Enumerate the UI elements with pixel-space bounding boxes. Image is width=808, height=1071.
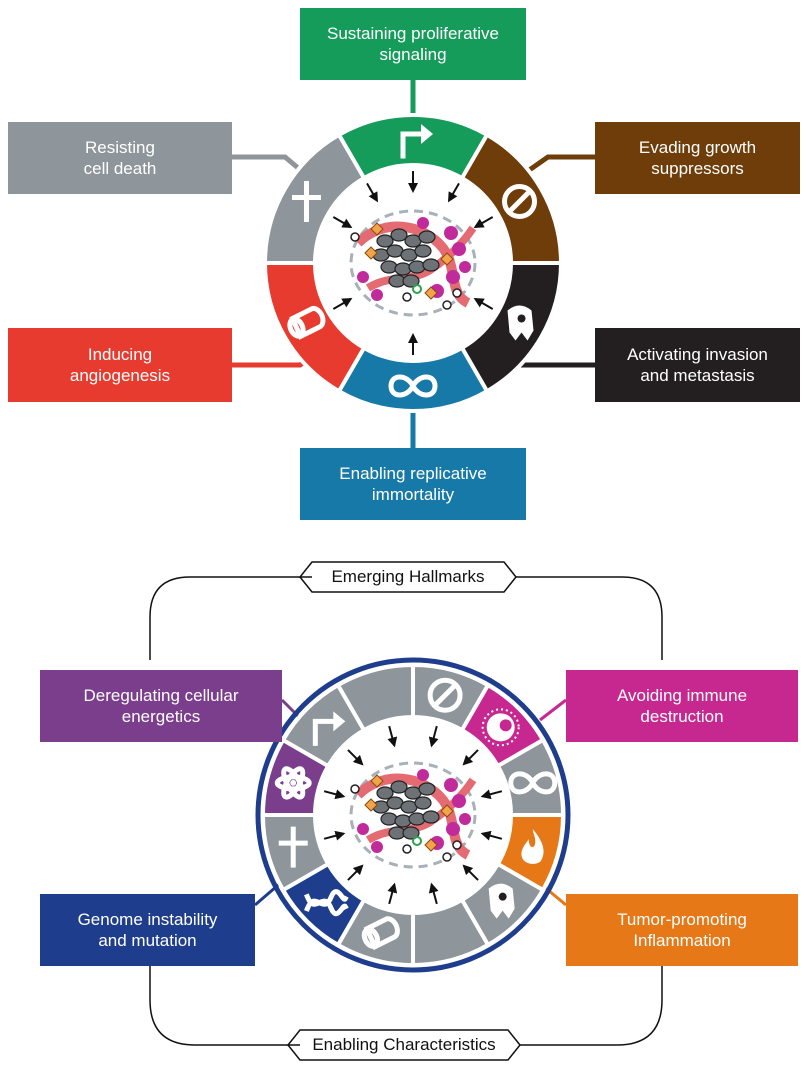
hallmark-label-proliferative: Sustaining proliferative signaling xyxy=(327,24,499,64)
hallmark-box-immortality: Enabling replicative immortality xyxy=(300,448,526,520)
infinity-icon xyxy=(388,374,438,398)
inward-arrow xyxy=(387,882,398,905)
emerging-bracket xyxy=(149,576,663,660)
top-tumor-illustration xyxy=(349,209,477,317)
invasive-cell-icon xyxy=(488,883,515,919)
invasive-cell-icon xyxy=(507,305,534,341)
bottom-brackets xyxy=(149,576,663,1046)
hallmark-label-growth-suppressors: Evading growth suppressors xyxy=(638,138,757,178)
hallmark-label-cell-death: Resisting cell death xyxy=(83,138,157,178)
inward-arrow xyxy=(347,749,364,766)
inward-arrow xyxy=(323,789,346,800)
flame-icon xyxy=(521,829,544,864)
arrow-icon xyxy=(312,711,346,746)
hallmark-label-angiogenesis: Inducing angiogenesis xyxy=(69,345,171,385)
bottom-inward-arrows xyxy=(323,725,503,905)
enabling-box-genome: Genome instability and mutation xyxy=(40,894,255,966)
inward-arrow xyxy=(323,830,346,841)
enabling-characteristics-title: Enabling Characteristics xyxy=(312,1035,496,1054)
dna-icon xyxy=(304,889,349,917)
bottom-tumor-illustration xyxy=(349,761,477,869)
cross-icon xyxy=(291,181,321,222)
emerging-label-energetics: Deregulating cellular energetics xyxy=(83,686,239,726)
enabling-bracket xyxy=(149,900,663,1046)
inward-arrow xyxy=(473,298,494,310)
emerging-label-frame xyxy=(298,561,517,593)
inward-arrow xyxy=(387,725,398,748)
enabling-label-frame xyxy=(286,1029,521,1061)
bottom-hallmark-ring xyxy=(260,662,566,968)
emerging-box-immune: Avoiding immune destruction xyxy=(566,670,798,742)
immune-cell-icon xyxy=(481,708,520,747)
inward-arrow xyxy=(332,216,353,228)
vessel-icon xyxy=(287,305,326,340)
emerging-hallmarks-title: Emerging Hallmarks xyxy=(331,567,485,586)
emerging-label-immune: Avoiding immune destruction xyxy=(616,686,748,726)
inward-arrow xyxy=(480,789,503,800)
hallmark-box-invasion: Activating invasion and metastasis xyxy=(595,328,800,402)
inward-arrow xyxy=(480,830,503,841)
inward-arrow xyxy=(366,182,379,203)
emerging-box-energetics: Deregulating cellular energetics xyxy=(40,670,282,742)
inward-arrow xyxy=(473,216,494,228)
enabling-label-inflammation: Tumor-promoting Inflammation xyxy=(617,910,747,950)
no-entry-icon xyxy=(502,184,538,219)
connector-immune xyxy=(539,698,567,722)
infinity-icon xyxy=(508,771,558,795)
hallmark-box-angiogenesis: Inducing angiogenesis xyxy=(8,328,232,402)
inward-arrow xyxy=(462,864,479,881)
hallmark-box-cell-death: Resisting cell death xyxy=(8,122,232,194)
enabling-box-inflammation: Tumor-promoting Inflammation xyxy=(566,894,798,966)
bottom-ring-outline xyxy=(255,657,571,973)
inward-arrow xyxy=(462,749,479,766)
hallmark-box-growth-suppressors: Evading growth suppressors xyxy=(595,122,800,194)
no-entry-icon xyxy=(427,677,463,713)
cross-icon xyxy=(278,826,308,868)
atom-icon xyxy=(274,766,312,800)
inward-arrow xyxy=(347,864,364,881)
vessel-icon xyxy=(361,916,400,951)
arrow-icon xyxy=(400,124,433,159)
inward-arrow xyxy=(428,725,439,748)
hallmark-label-invasion: Activating invasion and metastasis xyxy=(627,345,768,385)
hallmark-label-immortality: Enabling replicative immortality xyxy=(339,464,487,504)
hallmark-box-proliferative: Sustaining proliferative signaling xyxy=(300,8,526,80)
inward-arrow xyxy=(447,182,460,203)
inward-arrow xyxy=(332,298,353,310)
enabling-label-genome: Genome instability and mutation xyxy=(77,910,218,950)
inward-arrow xyxy=(428,882,439,905)
top-inward-arrows xyxy=(332,171,494,355)
